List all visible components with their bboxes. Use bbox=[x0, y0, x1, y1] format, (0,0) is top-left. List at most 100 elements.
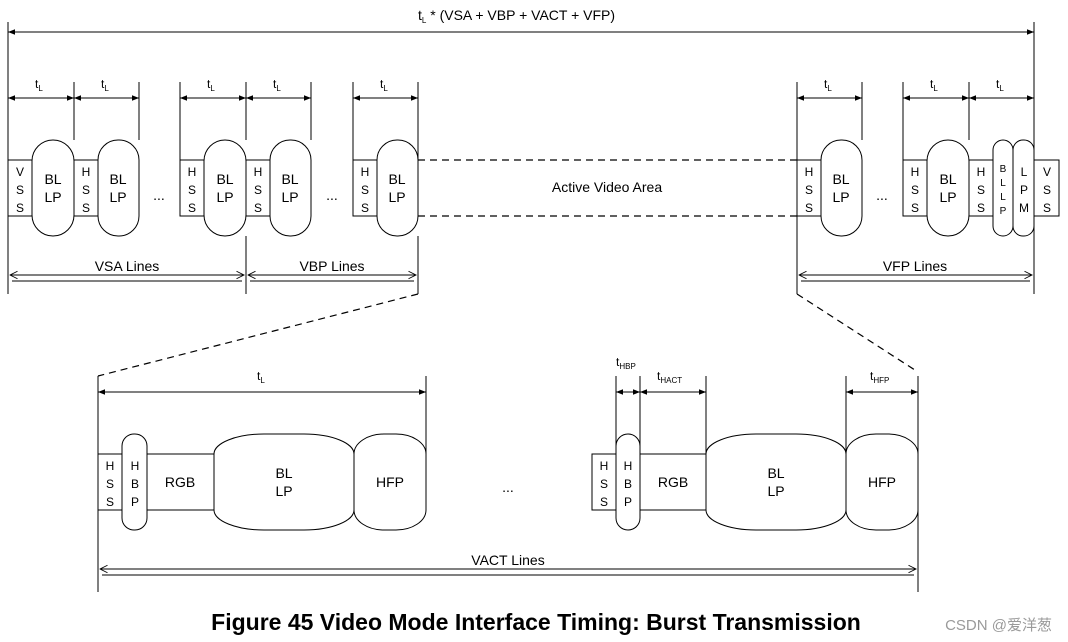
svg-text:B: B bbox=[131, 477, 139, 491]
svg-text:H: H bbox=[361, 165, 370, 179]
svg-text:LP: LP bbox=[44, 189, 61, 205]
ellipsis: ... bbox=[876, 187, 888, 203]
svg-text:B: B bbox=[624, 477, 632, 491]
tl-label: tL bbox=[35, 77, 43, 93]
svg-text:S: S bbox=[106, 477, 114, 491]
svg-text:L: L bbox=[1000, 178, 1006, 189]
svg-text:S: S bbox=[16, 183, 24, 197]
zoom-connectors bbox=[97, 293, 919, 377]
svg-text:S: S bbox=[1043, 183, 1051, 197]
total-time-annotation: tL * (VSA + VBP + VACT + VFP) bbox=[7, 7, 1035, 160]
hss-packet: H S S bbox=[179, 159, 205, 217]
hss-packet: H S S bbox=[73, 159, 99, 217]
svg-text:H: H bbox=[188, 165, 197, 179]
svg-text:LP: LP bbox=[388, 189, 405, 205]
vss-packet: V S S bbox=[7, 159, 33, 217]
svg-text:BL: BL bbox=[767, 465, 784, 481]
svg-text:B: B bbox=[1000, 164, 1007, 175]
vact-label: VACT Lines bbox=[471, 552, 544, 568]
svg-text:S: S bbox=[254, 201, 262, 215]
svg-text:S: S bbox=[1043, 201, 1051, 215]
svg-text:S: S bbox=[82, 183, 90, 197]
figure-caption: Figure 45 Video Mode Interface Timing: B… bbox=[211, 609, 861, 635]
tl-label: tL bbox=[207, 77, 215, 93]
top-packet-row: V S S BL LP H S S BL LP ... H S S bbox=[7, 139, 1060, 237]
thbp-label: tHBP bbox=[616, 355, 636, 371]
svg-text:RGB: RGB bbox=[658, 474, 688, 490]
svg-text:S: S bbox=[805, 201, 813, 215]
svg-text:S: S bbox=[911, 183, 919, 197]
hss-packet: H S S bbox=[796, 159, 822, 217]
vfp-span: VFP Lines bbox=[799, 258, 1032, 282]
bottom-packet-row: H S S H B P RGB BL LP HFP ... H S bbox=[97, 433, 919, 531]
hfp-packet: HFP bbox=[845, 433, 919, 531]
svg-text:BL: BL bbox=[832, 171, 849, 187]
hbp-packet: H B P bbox=[615, 433, 641, 531]
top-tl-arrows: tL tL tL tL tL tL tL tL bbox=[8, 77, 1034, 160]
svg-text:HFP: HFP bbox=[376, 474, 404, 490]
bllp-narrow-packet: B L L P bbox=[992, 139, 1014, 237]
bllp-packet: BL LP bbox=[376, 139, 419, 237]
bllp-packet: BL LP bbox=[926, 139, 970, 237]
svg-text:S: S bbox=[911, 201, 919, 215]
thfp-label: tHFP bbox=[870, 369, 889, 385]
hfp-packet: HFP bbox=[353, 433, 427, 531]
tl-label: tL bbox=[101, 77, 109, 93]
ellipsis: ... bbox=[326, 187, 338, 203]
active-video-label: Active Video Area bbox=[552, 179, 662, 195]
hss-packet: H S S bbox=[352, 159, 378, 217]
bllp-packet: BL LP bbox=[31, 139, 75, 237]
svg-text:H: H bbox=[911, 165, 920, 179]
svg-text:S: S bbox=[106, 495, 114, 509]
bllp-packet: BL LP bbox=[97, 139, 140, 237]
vss-packet: V S S bbox=[1033, 159, 1060, 217]
vsa-label: VSA Lines bbox=[95, 258, 160, 274]
svg-text:H: H bbox=[131, 459, 140, 473]
svg-text:H: H bbox=[805, 165, 814, 179]
svg-text:S: S bbox=[361, 183, 369, 197]
svg-text:V: V bbox=[16, 165, 24, 179]
thact-label: tHACT bbox=[657, 369, 682, 385]
svg-text:LP: LP bbox=[281, 189, 298, 205]
svg-text:S: S bbox=[82, 201, 90, 215]
svg-text:P: P bbox=[1000, 206, 1007, 217]
total-time-label: tL * (VSA + VBP + VACT + VFP) bbox=[418, 7, 615, 25]
bllp-packet: BL LP bbox=[203, 139, 247, 237]
svg-text:S: S bbox=[188, 183, 196, 197]
svg-text:P: P bbox=[131, 495, 139, 509]
svg-text:P: P bbox=[624, 495, 632, 509]
svg-text:LP: LP bbox=[216, 189, 233, 205]
svg-text:LP: LP bbox=[939, 189, 956, 205]
svg-text:LP: LP bbox=[275, 483, 292, 499]
tl-label: tL bbox=[380, 77, 388, 93]
svg-text:BL: BL bbox=[388, 171, 405, 187]
svg-text:P: P bbox=[1020, 183, 1028, 197]
tl-label: tL bbox=[824, 77, 832, 93]
svg-text:L: L bbox=[1021, 165, 1028, 179]
ellipsis: ... bbox=[502, 479, 514, 495]
svg-text:M: M bbox=[1019, 201, 1029, 215]
svg-text:LP: LP bbox=[109, 189, 126, 205]
bllp-packet: BL LP bbox=[705, 433, 847, 531]
svg-text:H: H bbox=[106, 459, 115, 473]
svg-text:HFP: HFP bbox=[868, 474, 896, 490]
svg-text:S: S bbox=[600, 495, 608, 509]
svg-text:S: S bbox=[361, 201, 369, 215]
bllp-packet: BL LP bbox=[213, 433, 355, 531]
svg-text:BL: BL bbox=[939, 171, 956, 187]
vsa-span: VSA Lines bbox=[10, 258, 244, 282]
tl-label: tL bbox=[257, 369, 265, 385]
svg-text:S: S bbox=[16, 201, 24, 215]
active-video-area: Active Video Area bbox=[418, 159, 797, 217]
vbp-label: VBP Lines bbox=[299, 258, 364, 274]
svg-text:S: S bbox=[977, 201, 985, 215]
svg-text:S: S bbox=[600, 477, 608, 491]
svg-text:LP: LP bbox=[832, 189, 849, 205]
bottom-timing-arrows: tL tHBP tHACT tHFP bbox=[97, 355, 919, 592]
tl-label: tL bbox=[996, 77, 1004, 93]
watermark: CSDN @爱洋葱 bbox=[945, 617, 1052, 634]
tl-label: tL bbox=[930, 77, 938, 93]
svg-text:BL: BL bbox=[281, 171, 298, 187]
vfp-label: VFP Lines bbox=[883, 258, 947, 274]
